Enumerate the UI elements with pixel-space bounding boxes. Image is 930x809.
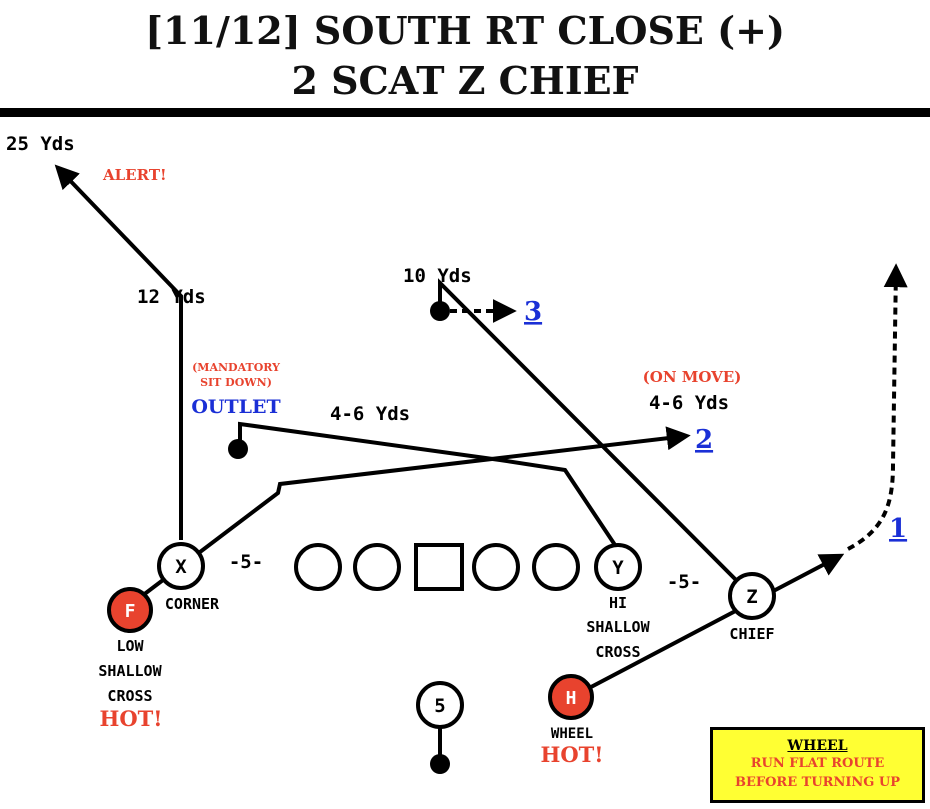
label-hi-1: HI bbox=[609, 594, 627, 612]
player-qb-label: 5 bbox=[434, 695, 445, 717]
label-outlet: OUTLET bbox=[191, 396, 280, 418]
label-10-yds: 10 Yds bbox=[403, 265, 472, 287]
split-left: -5- bbox=[229, 551, 263, 573]
player-f: F bbox=[107, 587, 153, 633]
player-f-label: F bbox=[125, 601, 136, 622]
label-mandatory-1: (MANDATORY bbox=[192, 361, 280, 374]
split-right: -5- bbox=[667, 571, 701, 593]
label-alert: ALERT! bbox=[102, 166, 167, 184]
label-hi-2: SHALLOW bbox=[586, 618, 650, 636]
lineman-lg bbox=[353, 543, 401, 591]
label-4-6-yds-right: 4-6 Yds bbox=[649, 392, 729, 414]
label-25-yds: 25 Yds bbox=[6, 133, 75, 155]
outlet-dot bbox=[228, 439, 248, 459]
center-square bbox=[414, 543, 464, 591]
player-z: Z bbox=[728, 572, 776, 620]
h-wheel-dashed bbox=[847, 263, 908, 551]
play-title: [11/12] SOUTH RT CLOSE (+) 2 SCAT Z CHIE… bbox=[0, 6, 930, 106]
lineman-lt bbox=[294, 543, 342, 591]
label-low-3: CROSS bbox=[107, 687, 152, 705]
player-y: Y bbox=[594, 543, 642, 591]
label-low-1: LOW bbox=[116, 637, 144, 655]
label-low-2: SHALLOW bbox=[98, 662, 162, 680]
read-2: 2 bbox=[695, 425, 713, 455]
wheel-note-box: WHEEL RUN FLAT ROUTE BEFORE TURNING UP bbox=[710, 727, 925, 803]
player-h: H bbox=[548, 674, 594, 720]
label-hot-right: HOT! bbox=[541, 742, 604, 767]
qb-dot bbox=[430, 754, 450, 774]
player-qb: 5 bbox=[416, 681, 464, 729]
h-route bbox=[571, 553, 845, 699]
label-corner: CORNER bbox=[165, 595, 220, 613]
f-route bbox=[128, 426, 691, 607]
route-10-dot bbox=[430, 301, 450, 321]
label-4-6-yds-mid: 4-6 Yds bbox=[330, 403, 410, 425]
x-route bbox=[54, 164, 183, 540]
title-divider bbox=[0, 108, 930, 117]
wheel-note-line2: BEFORE TURNING UP bbox=[734, 775, 901, 790]
wheel-note-line1: RUN FLAT ROUTE bbox=[750, 756, 885, 771]
read-1: 1 bbox=[889, 514, 907, 544]
lineman-rg bbox=[472, 543, 520, 591]
play-title-line1: [11/12] SOUTH RT CLOSE (+) bbox=[145, 8, 785, 53]
read-3: 3 bbox=[524, 297, 542, 327]
player-y-label: Y bbox=[612, 557, 624, 579]
player-h-label: H bbox=[566, 688, 577, 709]
wheel-note-heading: WHEEL bbox=[787, 738, 848, 754]
player-z-label: Z bbox=[746, 586, 757, 608]
player-x: X bbox=[157, 542, 205, 590]
label-wheel: WHEEL bbox=[551, 726, 593, 742]
label-hi-3: CROSS bbox=[595, 643, 640, 661]
label-mandatory-2: SIT DOWN) bbox=[200, 376, 272, 389]
label-chief: CHIEF bbox=[729, 625, 774, 643]
label-hot-left: HOT! bbox=[100, 706, 163, 731]
y-route bbox=[238, 421, 617, 547]
play-title-line2: 2 SCAT Z CHIEF bbox=[291, 58, 639, 103]
lineman-rt bbox=[532, 543, 580, 591]
label-12-yds: 12 Yds bbox=[137, 286, 206, 308]
player-x-label: X bbox=[175, 556, 187, 578]
label-on-move: (ON MOVE) bbox=[643, 368, 742, 386]
